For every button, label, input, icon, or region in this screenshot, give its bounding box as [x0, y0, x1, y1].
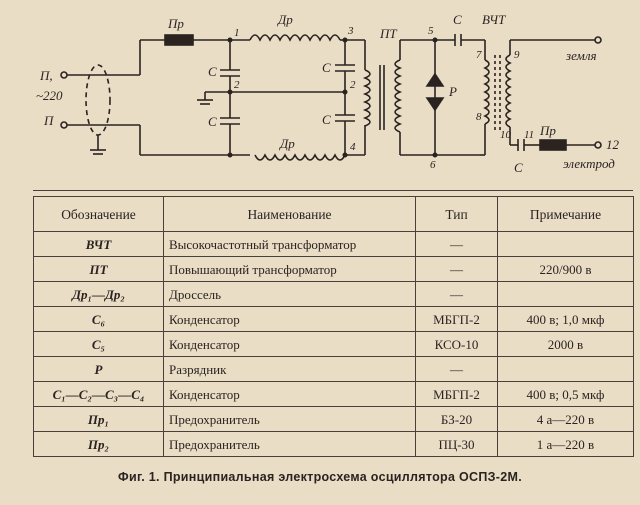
cell-type: — — [415, 231, 498, 257]
label-vcht: ВЧТ — [482, 12, 506, 27]
label-dr1: Др — [276, 12, 293, 27]
cell-designation: Пр₂ — [33, 431, 164, 457]
cell-name: Предохранитель — [163, 406, 416, 432]
table-row: Пр₁ Предохранитель БЗ-20 4 а—220 в — [33, 406, 634, 432]
label-p2: П — [43, 113, 55, 128]
cell-name: Конденсатор — [163, 306, 416, 332]
cell-designation: Р — [33, 356, 164, 382]
cell-name: Дроссель — [163, 281, 416, 307]
cell-note: 2000 в — [497, 331, 634, 357]
label-c5: С — [453, 12, 462, 27]
cell-type: — — [415, 281, 498, 307]
label-pr1: Пр — [167, 16, 184, 31]
node-5: 5 — [428, 25, 434, 37]
cell-name: Конденсатор — [163, 331, 416, 357]
label-c6: С — [514, 160, 523, 175]
cell-designation: ВЧТ — [33, 231, 164, 257]
cell-name: Предохранитель — [163, 431, 416, 457]
node-4: 4 — [350, 141, 356, 153]
node-2b: 2 — [350, 79, 356, 91]
label-pt: ПТ — [379, 26, 397, 41]
cell-note: 400 в; 0,5 мкф — [497, 381, 634, 407]
label-c2: С — [208, 114, 217, 129]
cell-type: БЗ-20 — [415, 406, 498, 432]
parts-table: Обозначение Наименование Тип Примечание … — [33, 196, 634, 457]
node-3: 3 — [347, 25, 354, 37]
label-c3: С — [322, 60, 331, 75]
label-pr2: Пр — [539, 123, 556, 138]
cell-note — [497, 231, 634, 257]
cell-type: МБГП-2 — [415, 306, 498, 332]
cell-designation: С₁—С₂—С₃—С₄ — [33, 381, 164, 407]
table-row: Р Разрядник — — [33, 356, 634, 382]
node-1: 1 — [234, 27, 240, 39]
table-row: С₁—С₂—С₃—С₄ Конденсатор МБГП-2 400 в; 0,… — [33, 381, 634, 407]
cell-note — [497, 281, 634, 307]
cell-type: КСО-10 — [415, 331, 498, 357]
cell-type: МБГП-2 — [415, 381, 498, 407]
label-rr: Р — [448, 84, 457, 99]
node-11: 11 — [524, 129, 534, 141]
col-header-type: Тип — [415, 196, 498, 232]
node-7: 7 — [476, 49, 482, 61]
col-header-note: Примечание — [497, 196, 634, 232]
cell-name: Разрядник — [163, 356, 416, 382]
label-electrode: электрод — [563, 156, 615, 171]
cell-note: 4 а—220 в — [497, 406, 634, 432]
circuit-schematic: П, ~220 П Пр Др Др С С С С ПТ С ВЧТ Р С … — [36, 12, 620, 175]
node-6: 6 — [430, 159, 436, 171]
cell-note — [497, 356, 634, 382]
label-dr2: Др — [278, 136, 295, 151]
cell-name: Повышающий трансформатор — [163, 256, 416, 282]
table-row: С₅ Конденсатор КСО-10 2000 в — [33, 331, 634, 357]
label-ground: земля — [565, 48, 597, 63]
node-8: 8 — [476, 111, 482, 123]
cell-designation: Пр₁ — [33, 406, 164, 432]
cell-note: 400 в; 1,0 мкф — [497, 306, 634, 332]
col-header-designation: Обозначение — [33, 196, 164, 232]
cell-type: — — [415, 356, 498, 382]
label-voltage: ~220 — [36, 88, 63, 103]
table-row: Др₁—Др₂ Дроссель — — [33, 281, 634, 307]
label-p1: П, — [39, 68, 53, 83]
cell-name: Высокочастотный трансформатор — [163, 231, 416, 257]
label-c1: С — [208, 64, 217, 79]
table-row: ПТ Повышающий трансформатор — 220/900 в — [33, 256, 634, 282]
node-2: 2 — [234, 79, 240, 91]
node-12: 12 — [606, 137, 620, 152]
cell-designation: С₆ — [33, 306, 164, 332]
cell-note: 1 а—220 в — [497, 431, 634, 457]
cell-designation: С₅ — [33, 331, 164, 357]
table-row: ВЧТ Высокочастотный трансформатор — — [33, 231, 634, 257]
table-header-row: Обозначение Наименование Тип Примечание — [33, 196, 634, 232]
node-10: 10 — [500, 129, 512, 141]
cell-name: Конденсатор — [163, 381, 416, 407]
table-top-rule — [33, 190, 633, 191]
table-row: С₆ Конденсатор МБГП-2 400 в; 1,0 мкф — [33, 306, 634, 332]
cell-type: — — [415, 256, 498, 282]
cell-type: ПЦ-30 — [415, 431, 498, 457]
col-header-name: Наименование — [163, 196, 416, 232]
node-9: 9 — [514, 49, 520, 61]
label-c4: С — [322, 112, 331, 127]
table-row: Пр₂ Предохранитель ПЦ-30 1 а—220 в — [33, 431, 634, 457]
figure-caption: Фиг. 1. Принципиальная электросхема осци… — [118, 470, 522, 484]
cell-designation: ПТ — [33, 256, 164, 282]
cell-designation: Др₁—Др₂ — [33, 281, 164, 307]
cell-note: 220/900 в — [497, 256, 634, 282]
